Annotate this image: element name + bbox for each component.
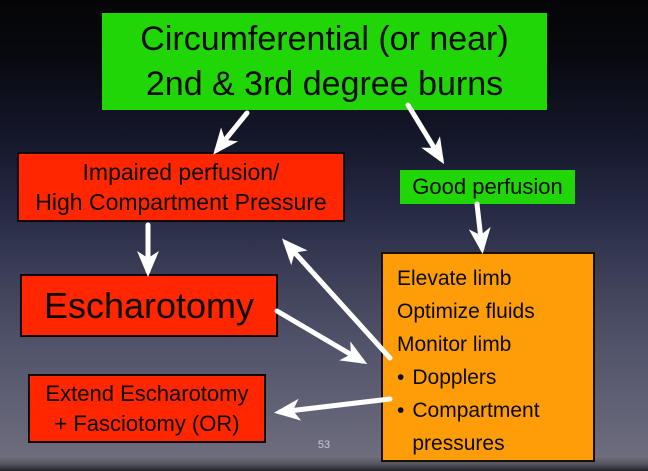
box-escharotomy-label: Escharotomy [43,284,255,326]
mgmt-bullet-dopplers-label: Dopplers [412,366,497,389]
mgmt-bullet-compartment: • Compartment pressures [397,394,583,460]
mgmt-bullet-compartment-label: Compartment pressures [412,399,540,455]
mgmt-line-optimize: Optimize fluids [397,300,535,323]
bullet-icon: • [397,399,405,422]
bullet-icon: • [397,366,405,389]
box-extend-line1: Extend Escharotomy [45,380,249,406]
box-circumferential-line1: Circumferential (or near) [140,19,509,58]
box-circumferential-line2: 2nd & 3rd degree burns [145,64,504,103]
mgmt-bullet-dopplers: • Dopplers [397,361,496,394]
arrow-top-to-good-perfusion-icon [405,102,445,165]
arrow-top-to-impaired-icon [213,110,250,155]
mgmt-line-monitor: Monitor limb [397,333,512,356]
mgmt-line-elevate: Elevate limb [397,267,512,290]
box-good-perfusion-label: Good perfusion [412,174,563,199]
box-circumferential-burns: Circumferential (or near) 2nd & 3rd degr… [102,13,547,110]
arrow-management-to-impaired-icon [281,238,393,361]
box-impaired-perfusion: Impaired perfusion/ High Compartment Pre… [17,152,345,222]
box-limb-management: Elevate limb Optimize fluids Monitor lim… [381,252,595,462]
box-extend-escharotomy: Extend Escharotomy + Fasciotomy (OR) [28,374,266,443]
page-number: 53 [317,439,331,451]
arrow-good-to-management-icon [468,201,491,254]
box-impaired-line2: High Compartment Pressure [35,189,327,215]
arrow-escharotomy-to-management-icon [274,308,368,365]
box-escharotomy: Escharotomy [20,274,278,337]
arrow-management-to-extend-icon [274,396,393,421]
box-impaired-line1: Impaired perfusion/ [82,159,280,185]
box-extend-line2: + Fasciotomy (OR) [54,410,240,436]
box-good-perfusion: Good perfusion [400,170,575,204]
